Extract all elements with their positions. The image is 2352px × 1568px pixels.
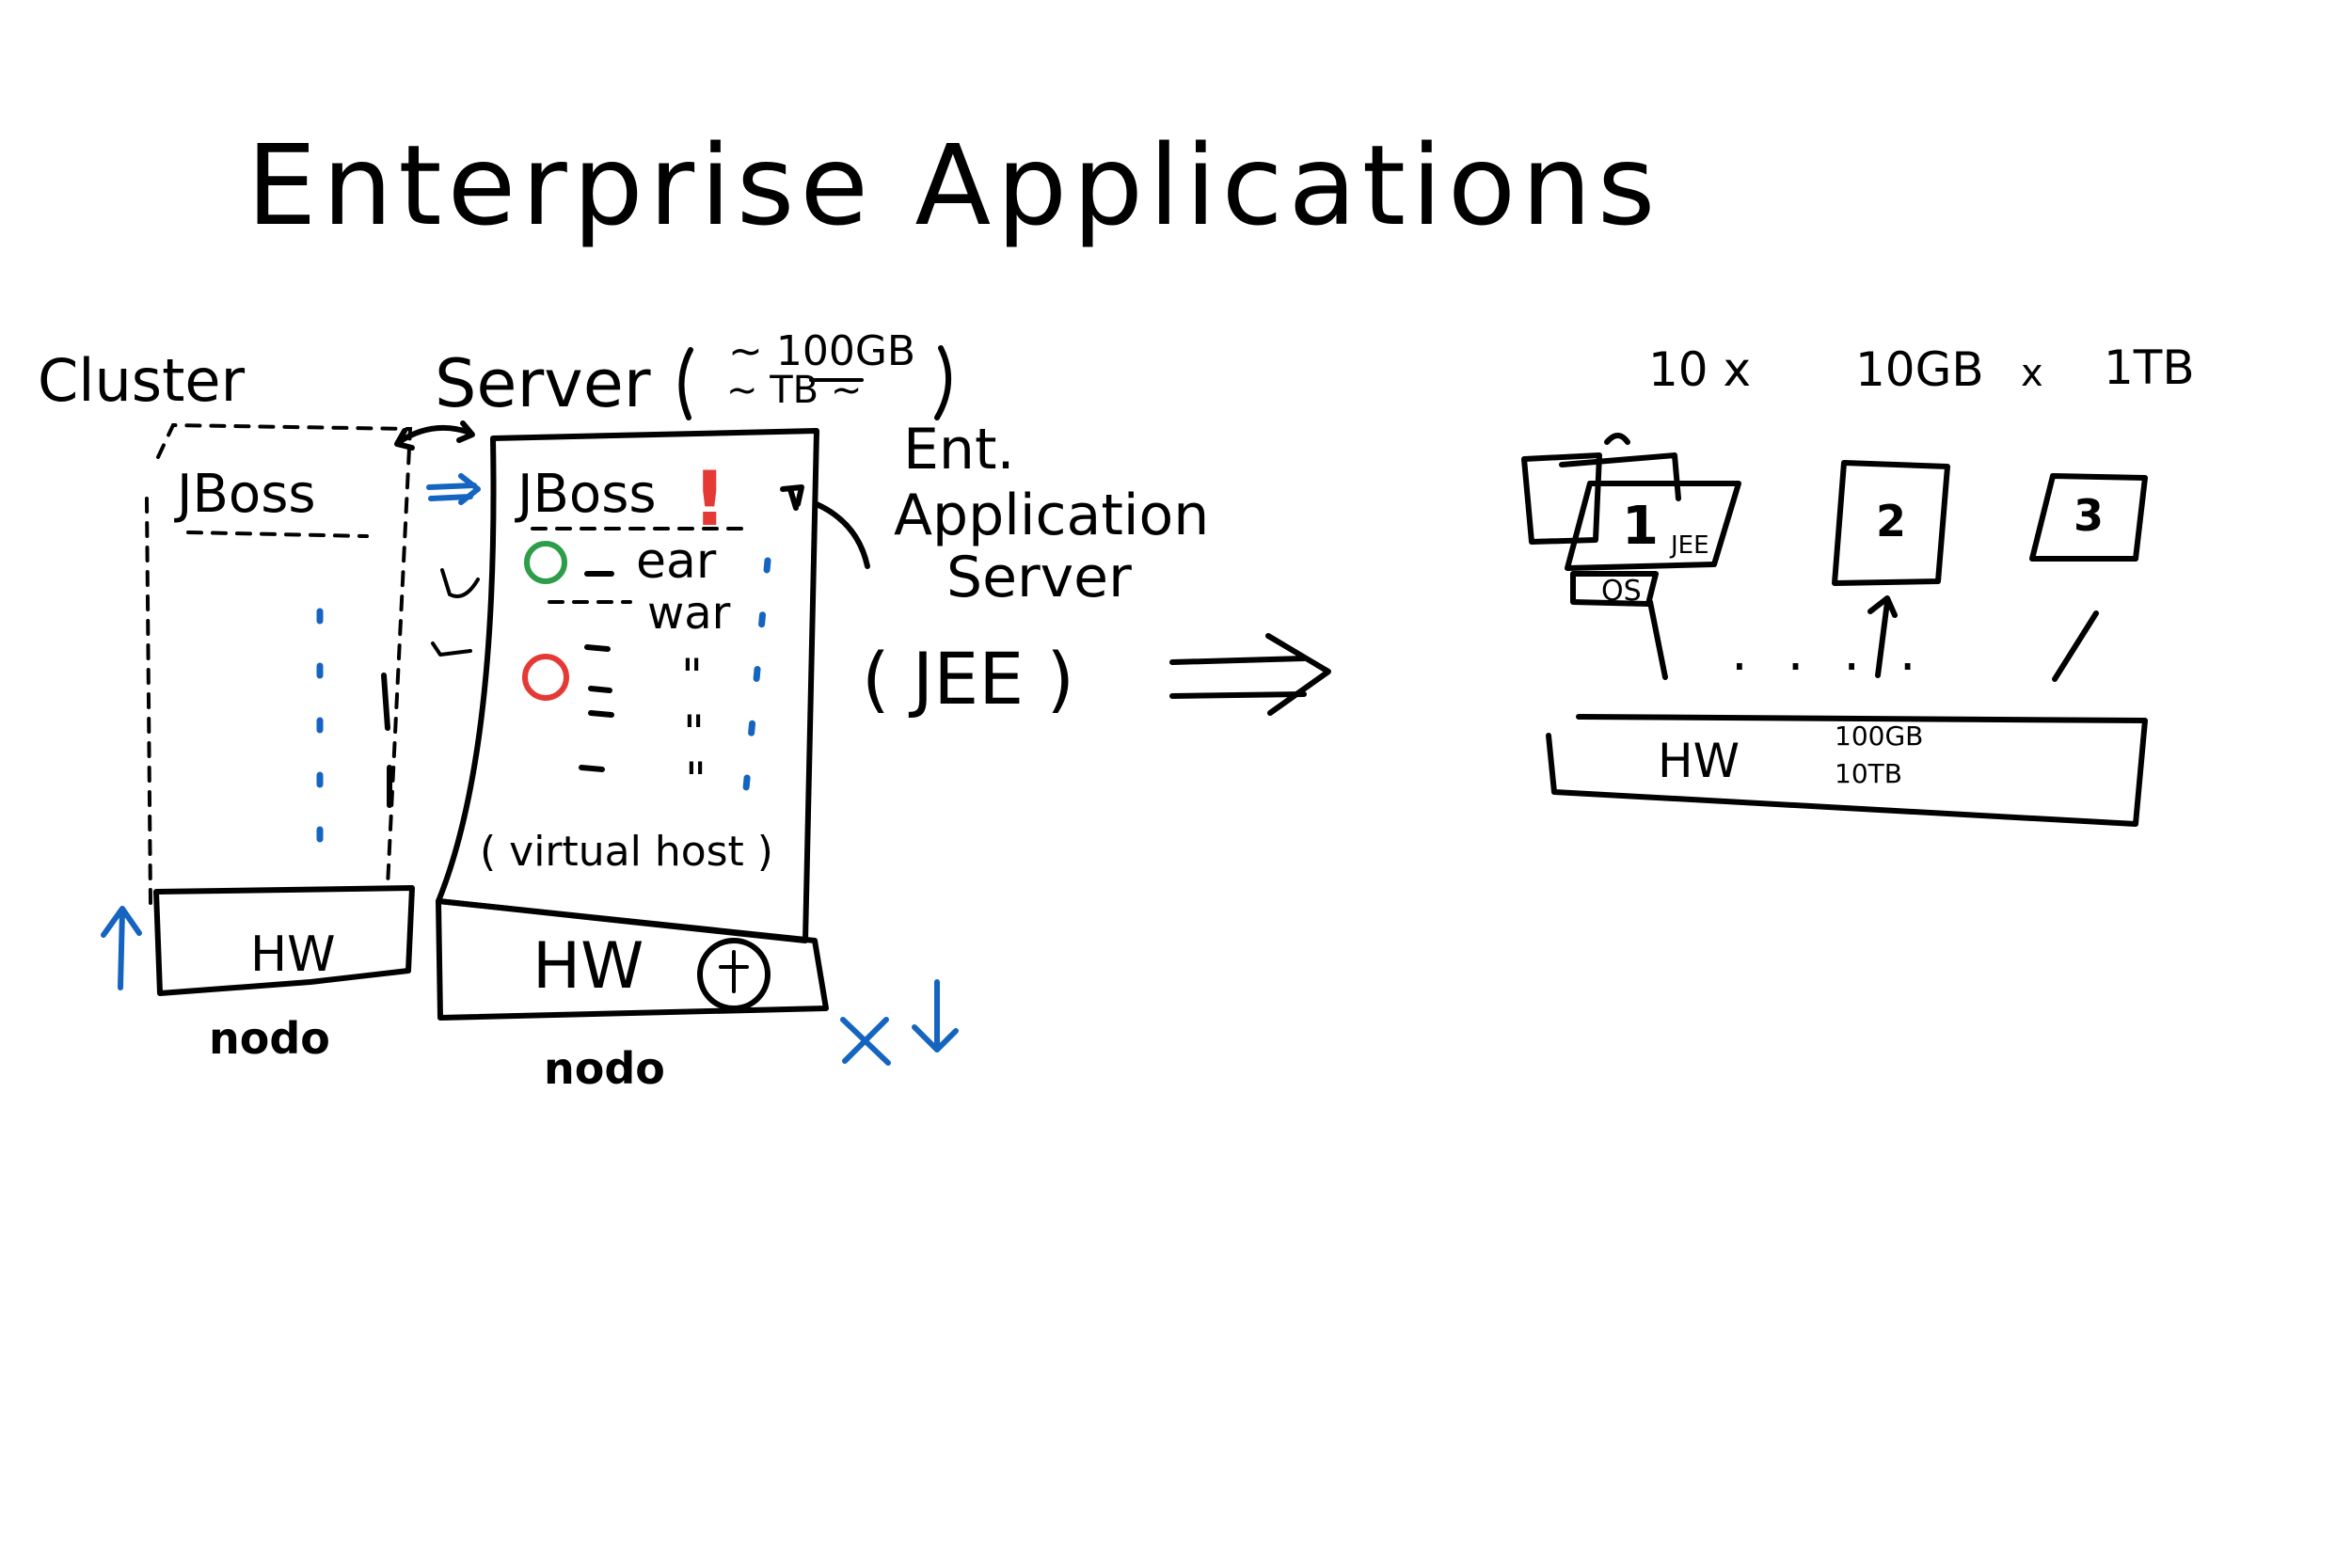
vm-2-box: [1832, 460, 1950, 586]
blue-down-arrow: [912, 979, 959, 1053]
vm-1: 1 JEE OS: [1521, 433, 1741, 608]
vm-3-number: 3: [2074, 490, 2104, 541]
blue-x-icon: [840, 1017, 891, 1066]
war-label: war: [647, 587, 731, 640]
cluster-label: Cluster: [38, 346, 246, 415]
vm-1-box: [1565, 481, 1741, 571]
blue-side-arrow: [426, 473, 481, 505]
vm-1-jee: JEE: [1669, 531, 1709, 560]
host-hw-box: [1546, 714, 2148, 827]
vm-size-from: 10GB: [1855, 342, 1984, 397]
red-exclamation: !: [692, 455, 726, 543]
node-a-hw-box: [153, 885, 415, 996]
host-hw-cap-bottom: 10TB: [1835, 758, 1902, 789]
vm-2-number: 2: [1876, 496, 1906, 546]
node-a-hw-label: HW: [250, 927, 336, 983]
virtual-host-label: ( virtual host ): [480, 828, 773, 876]
node-b-hw-box: [436, 898, 829, 1021]
node-b-outline: [436, 428, 819, 943]
vm-2-link: [1867, 595, 1898, 678]
ditto-3: ": [685, 752, 707, 807]
implies-arrow: [1169, 633, 1331, 716]
cluster-link-arrow: [394, 420, 475, 451]
vm-1-number: 1: [1622, 496, 1659, 557]
server-type-label: Server: [946, 545, 1132, 610]
vm-3-link: [2052, 610, 2099, 682]
application-label: Application: [894, 483, 1209, 548]
vm-3-box: [2029, 473, 2148, 562]
node-b: JBoss ! ear war " " " ( virtual host ) H…: [436, 428, 959, 1094]
node-b-hw-label: HW: [532, 929, 644, 1004]
server-size-note: ~ 100GB ~ TB ~: [678, 327, 952, 420]
ditto-1: ": [681, 649, 703, 704]
vm-1-link: [1647, 599, 1668, 680]
red-status-circle: [522, 654, 569, 701]
power-icon: [697, 938, 771, 1011]
green-status-circle: [524, 541, 567, 584]
ditto-2: ": [683, 705, 705, 760]
server-pointer-line: [814, 501, 870, 569]
node-a-jboss-label: JBoss: [174, 464, 316, 525]
server-note-bottom: ~ TB ~: [726, 369, 862, 412]
node-b-nodo-label: nodo: [544, 1043, 665, 1094]
vm-size-to: 1TB: [2104, 341, 2195, 395]
node-a: JBoss HW nodo: [101, 422, 415, 1064]
jee-label: ( JEE ): [862, 637, 1074, 721]
vm-count-label: 10 x: [1648, 342, 1751, 397]
side-scribble: [431, 568, 480, 657]
ent-label: Ent.: [903, 417, 1015, 483]
ear-label: ear: [636, 533, 717, 590]
corner-arrow: [780, 484, 804, 511]
host-hw-label: HW: [1658, 734, 1740, 788]
node-a-nodo-label: nodo: [209, 1013, 330, 1064]
page-title: Enterprise Applications: [246, 120, 1661, 250]
vm-ellipsis: . . . .: [1731, 622, 1928, 683]
server-label: Server: [435, 345, 651, 422]
host-hw-cap-top: 100GB: [1835, 721, 1923, 752]
blue-up-arrow: [101, 906, 142, 990]
node-b-jboss-label: JBoss: [515, 464, 657, 525]
server-note-top: ~ 100GB: [728, 327, 915, 375]
vm-1-os: OS: [1601, 575, 1642, 608]
vm-size-sep: x: [2021, 352, 2043, 395]
